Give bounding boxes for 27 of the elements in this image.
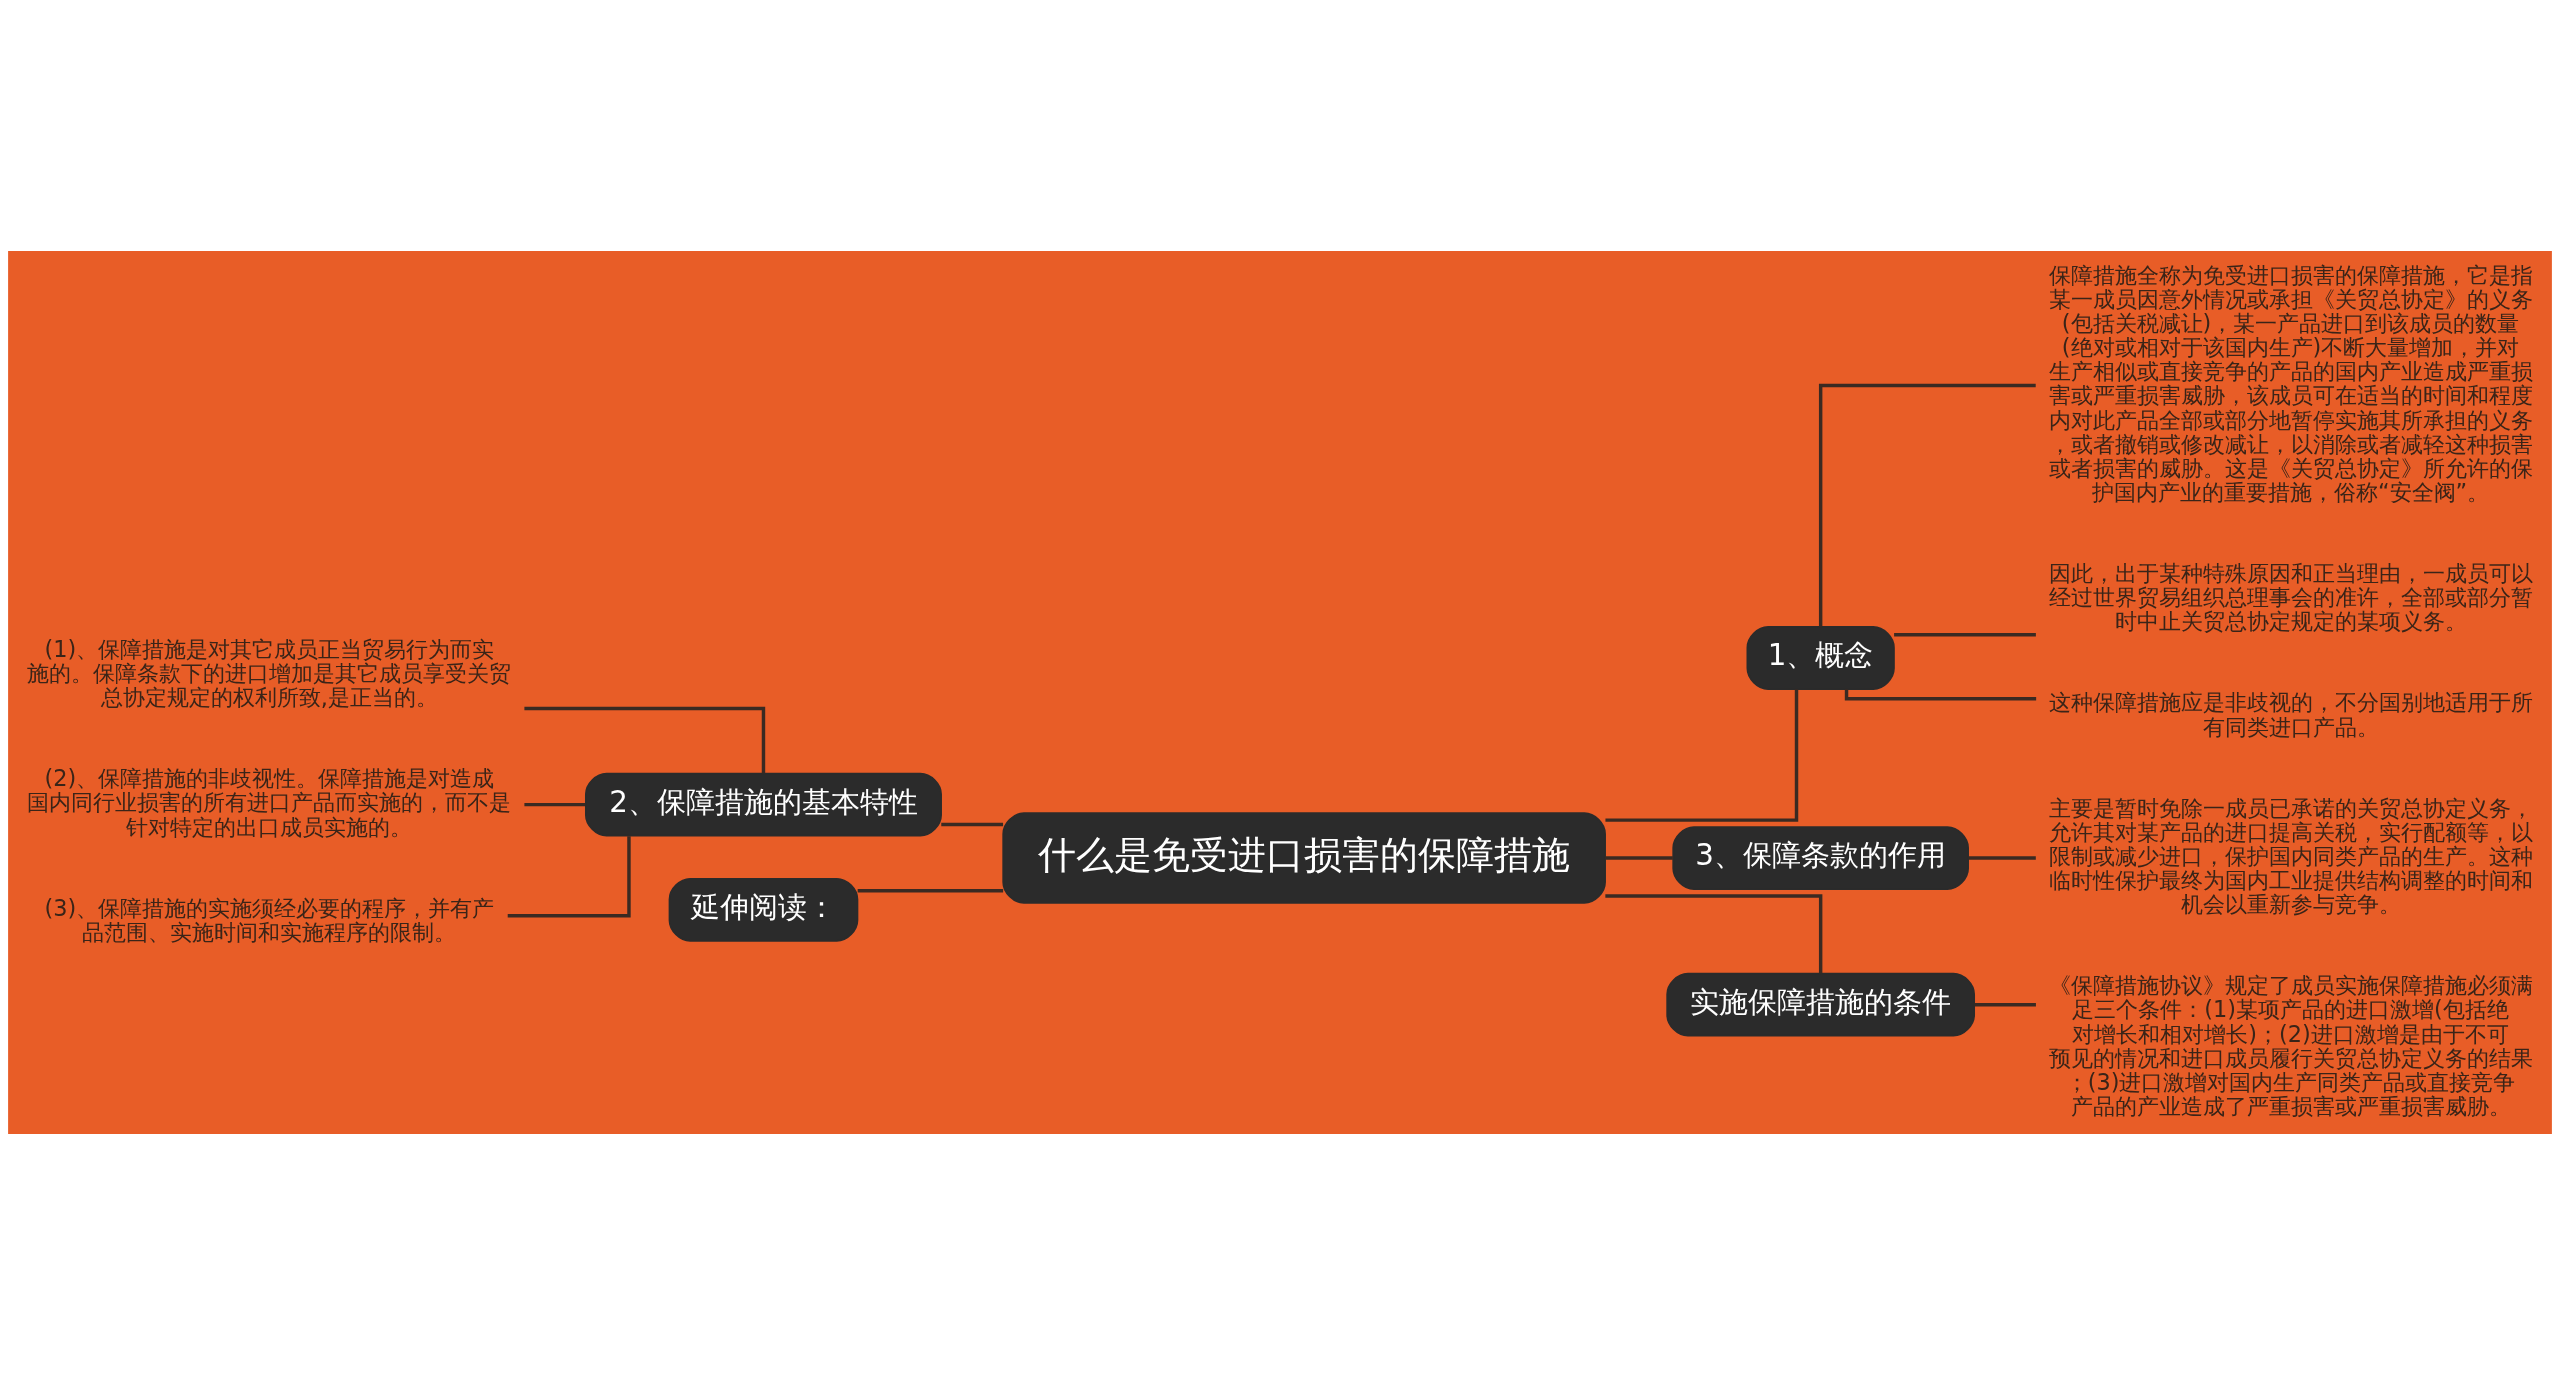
connector [1605, 689, 1799, 822]
node-text: (1)、保障措施是对其它成员正当贸易行为而实施的。保障条款下的进口增加是其它成员享受关贸总协定规定的权利所致,是正当的。 [27, 635, 512, 711]
node-box: 3、保障条款的作用 [1672, 826, 1969, 890]
node-text: 《保障措施协议》规定了成员实施保障措施必须满足三个条件：(1)某项产品的进口激增(包括绝对增长和相对增长)；(2)进口激增是由于不可预见的情况和进口成员履行关贸总协定义务的结果；(3)进口激增对国内生产同类产品或直接竞争产品的产业造成了严重损害或严重损害威胁。 [2048, 972, 2533, 1119]
connector [1844, 689, 2037, 701]
node-box: 1、概念 [1746, 626, 1895, 690]
connector [1605, 856, 1673, 860]
connector [1968, 856, 2036, 860]
node-box: 什么是免受进口损害的保障措施 [1002, 812, 1606, 904]
connector [1974, 1002, 2036, 1007]
node-text: (3)、保障措施的实施须经必要的程序，并有产品范围、实施时间和实施程序的限制。 [44, 894, 495, 945]
connector [1894, 633, 2036, 637]
connector [1818, 383, 2036, 627]
node-text: 保障措施全称为免受进口损害的保障措施，它是指某一成员因意外情况或承担《关贸总协定》的义务(包括关税减让)，某一产品进口到该成员的数量(绝对或相对于该国内生产)不断大量增加，并对生产相似或直接竞争的产品的国内产业造成严重损害或严重损害威胁，该成员可在适当的时间和程度内对此产品全部或部分地暂停实施其所承担的义务，或者撤销或修改减让，以消除或者减轻这种损害或者损害的威胁。这是《关贸总协定》所允许的保护国内产业的重要措施，俗称“安全阀”。 [2048, 261, 2533, 506]
node-text: 因此，出于某种特殊原因和正当理由，一成员可以经过世界贸易组织总理事会的准许，全部或部分暂时中止关贸总协定规定的某项义务。 [2048, 560, 2533, 635]
connector [507, 836, 631, 918]
node-text: (2)、保障措施的非歧视性。保障措施是对造成国内同行业损害的所有进口产品而实施的，而不是针对特定的出口成员实施的。 [27, 765, 512, 840]
connector [524, 802, 586, 807]
connector [941, 822, 1004, 827]
node-text: 主要是暂时免除一成员已承诺的关贸总协定义务，允许其对某产品的进口提高关税，实行配额等，以限制或减少进口，保护国内同类产品的生产。这种临时性保护最终为国内工业提供结构调整的时间和机会以重新参与竞争。 [2048, 794, 2533, 918]
node-box: 延伸阅读： [668, 877, 859, 942]
node-text: 这种保障措施应是非歧视的，不分国别地适用于所有同类进口产品。 [2048, 689, 2533, 740]
connector [524, 706, 766, 774]
connector [1605, 894, 1823, 974]
connector [857, 889, 1004, 893]
node-box: 实施保障措施的条件 [1666, 972, 1975, 1037]
node-box: 2、保障措施的基本特性 [585, 772, 942, 837]
